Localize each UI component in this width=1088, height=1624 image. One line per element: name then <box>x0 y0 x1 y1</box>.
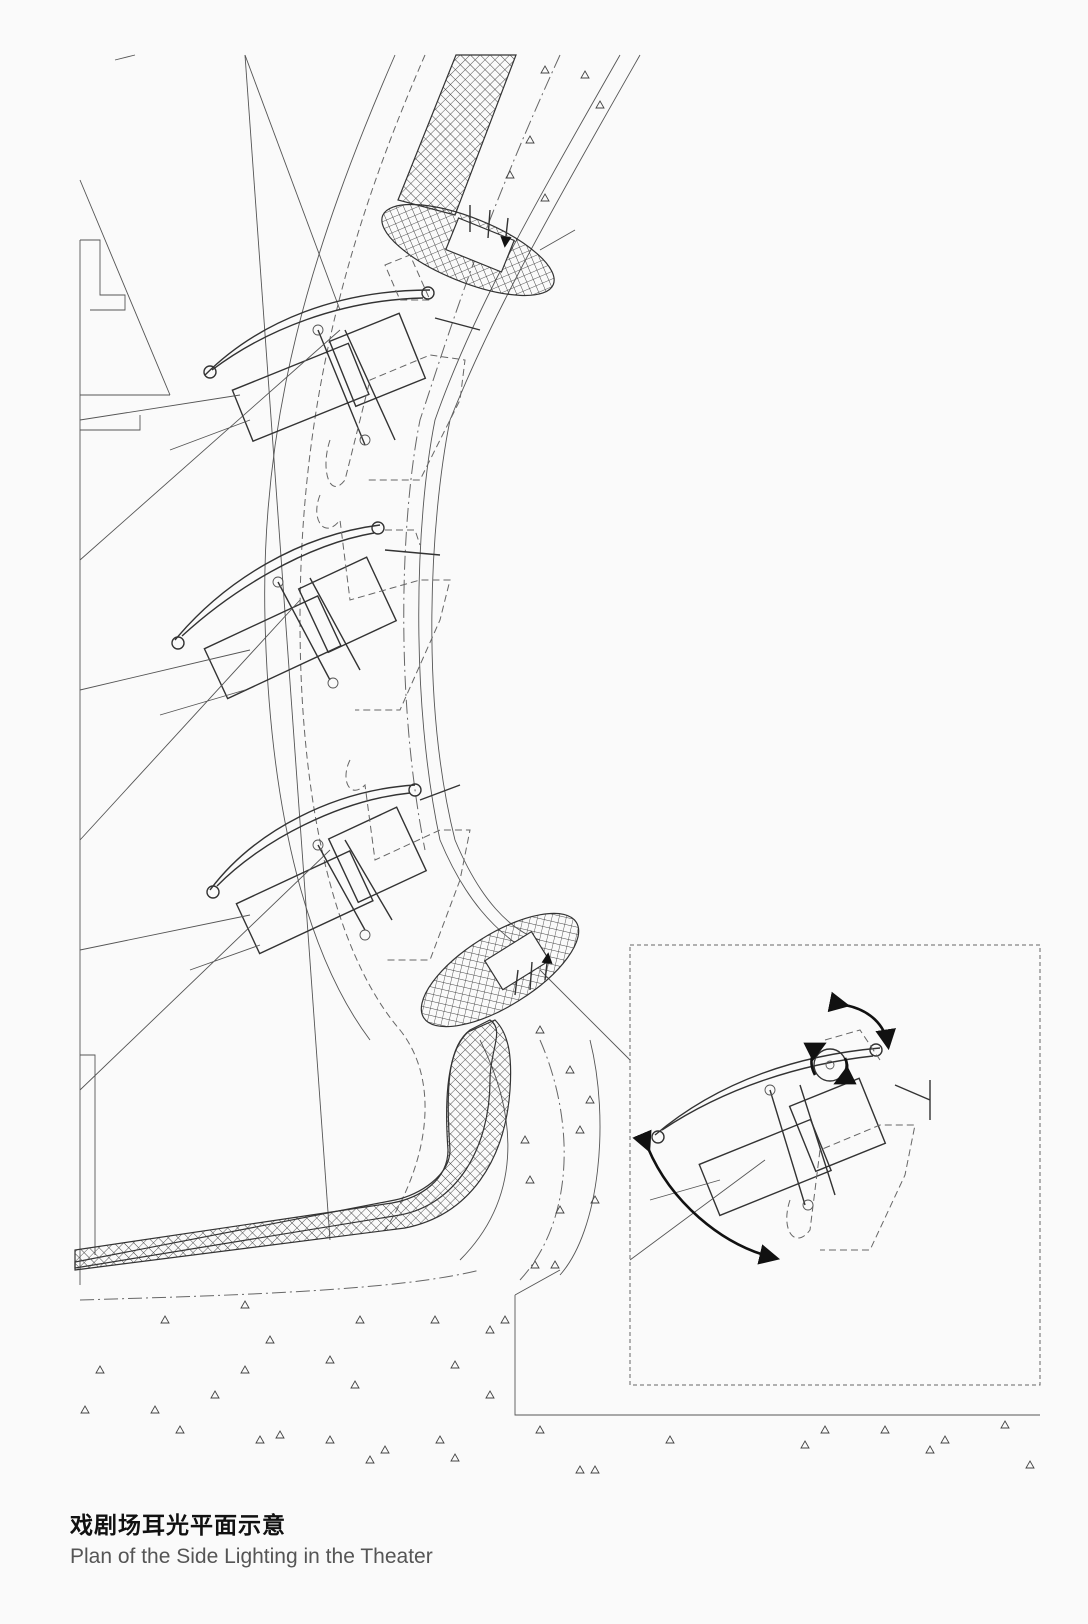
side-light-fixture-3 <box>79 759 471 1091</box>
building-outline-lines <box>79 54 1040 1416</box>
curved-walkway-bands <box>79 54 641 1301</box>
caption-title-chinese: 戏剧场耳光平面示意 <box>70 1513 286 1539</box>
side-light-fixture-1 <box>79 254 481 561</box>
caption-title-english: Plan of the Side Lighting in the Theater <box>70 1545 433 1568</box>
hatched-pad-bottom <box>420 912 580 1028</box>
side-light-fixture-2 <box>79 494 451 841</box>
hatched-pad-top <box>381 203 555 297</box>
floor-aggregate-marks <box>80 65 1035 1474</box>
detail-inset-fixture <box>629 991 931 1265</box>
hatched-wall-bottom <box>74 1019 512 1271</box>
detail-inset-frame <box>629 944 1041 1386</box>
hatched-wall-top <box>397 54 517 216</box>
